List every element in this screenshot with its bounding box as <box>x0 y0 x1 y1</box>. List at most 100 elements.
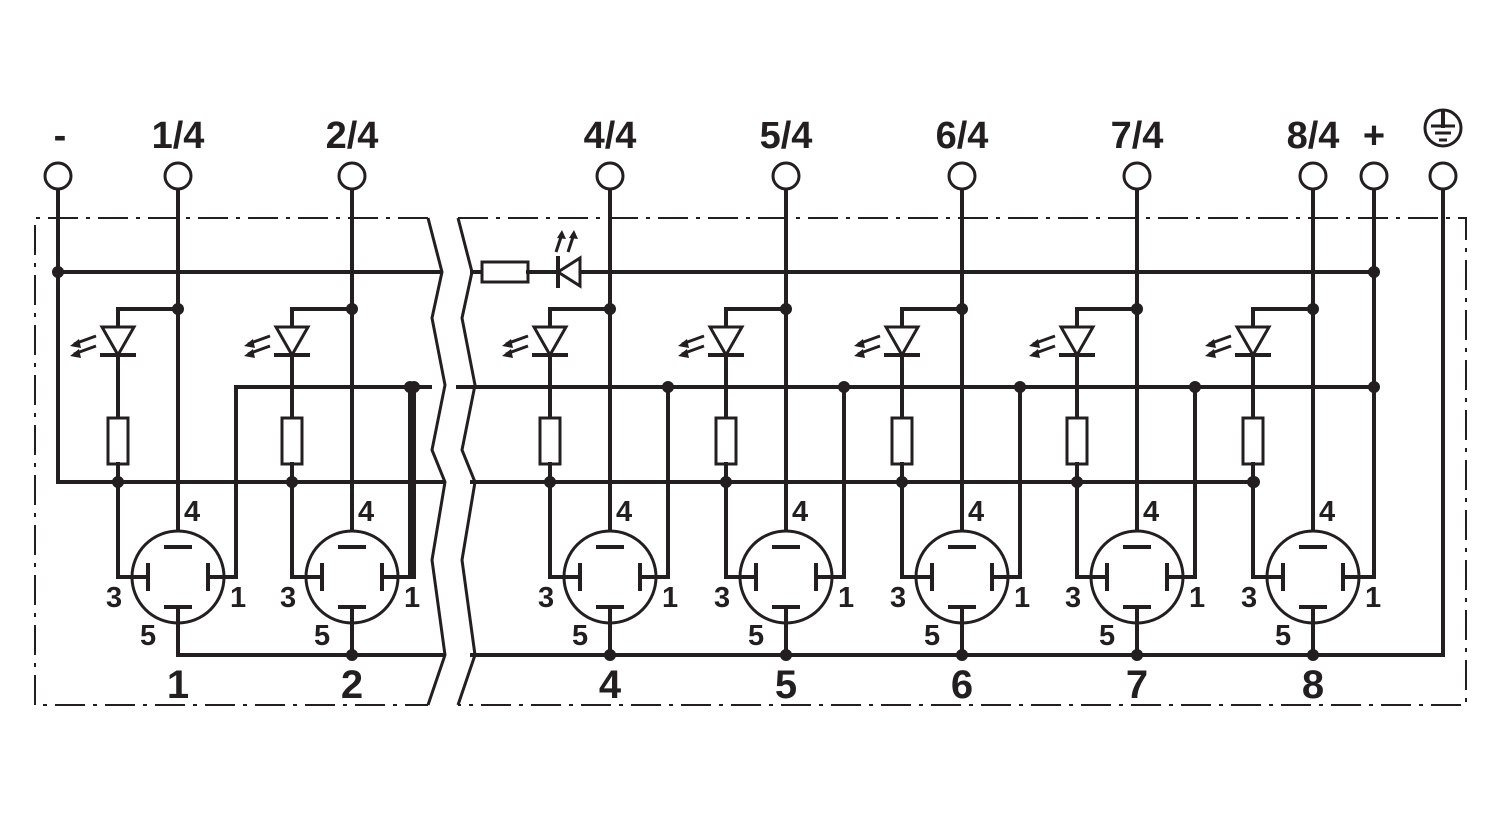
pin-5-label: 5 <box>924 620 940 652</box>
pin3-wire <box>116 480 134 579</box>
pin-4-label: 4 <box>792 496 808 528</box>
pin-3-label: 3 <box>106 582 122 614</box>
pin-1-label: 1 <box>1189 582 1205 614</box>
pin-5-label: 5 <box>314 620 330 652</box>
power-led-icon <box>554 230 582 289</box>
status-led-icon <box>854 325 921 359</box>
pin-1-label: 1 <box>838 582 854 614</box>
led-arrowhead <box>678 339 689 348</box>
led-tap-wire <box>1075 307 1139 329</box>
break-mark-left <box>426 217 447 706</box>
led-arrowhead <box>70 339 81 348</box>
signal-terminal <box>337 161 367 191</box>
signal-terminal-label: 4/4 <box>584 115 637 157</box>
led-triangle <box>1058 325 1096 359</box>
connector-number: 4 <box>599 663 622 707</box>
led-arrowhead <box>854 349 865 358</box>
led-arrowhead <box>1029 349 1040 358</box>
pin1-wire <box>830 385 846 579</box>
junction-dot <box>1248 476 1260 488</box>
led-tap-wire <box>724 307 788 329</box>
pin-3-label: 3 <box>280 582 296 614</box>
signal-terminal-label: 7/4 <box>1111 115 1164 157</box>
m12-connector-icon <box>304 529 400 625</box>
led-arrowhead <box>502 349 513 358</box>
connector-number: 6 <box>951 663 973 707</box>
plus-terminal <box>1359 161 1389 191</box>
pin-3-label: 3 <box>714 582 730 614</box>
minus-terminal <box>43 161 73 191</box>
junction-dot <box>956 649 968 661</box>
m12-connector-icon <box>130 529 226 625</box>
pin-1-label: 1 <box>1365 582 1381 614</box>
signal-terminal-label: 8/4 <box>1287 115 1340 157</box>
signal-terminal-label: 5/4 <box>760 115 813 157</box>
pin3-wire <box>548 480 566 579</box>
pin-4-label: 4 <box>616 496 632 528</box>
led-arrowhead <box>1205 339 1216 348</box>
m12-connector-icon <box>914 529 1010 625</box>
connector-number: 8 <box>1302 663 1324 707</box>
m12-connector-icon <box>1265 529 1361 625</box>
junction-dot <box>604 649 616 661</box>
connector-number: 5 <box>775 663 797 707</box>
pin1-wire <box>222 385 238 579</box>
pin-3-label: 3 <box>1241 582 1257 614</box>
pin-1-label: 1 <box>404 582 420 614</box>
led-triangle <box>99 325 137 359</box>
pin-3-label: 3 <box>890 582 906 614</box>
junction-dot <box>52 266 64 278</box>
pin-4-label: 4 <box>358 496 374 528</box>
signal-terminal <box>163 161 193 191</box>
pin-5-label: 5 <box>572 620 588 652</box>
led-triangle <box>1234 325 1272 359</box>
junction-dot <box>780 649 792 661</box>
pin-4-label: 4 <box>968 496 984 528</box>
junction-dot <box>1368 381 1380 393</box>
pin3-wire <box>1251 480 1269 579</box>
status-led-icon <box>244 325 311 359</box>
led-triangle <box>531 325 569 359</box>
plus-terminal-label: + <box>1363 115 1385 157</box>
signal-terminal-label: 2/4 <box>326 115 379 157</box>
led-resistor <box>538 416 562 466</box>
channel-2: 4 3 1 52 <box>244 188 420 707</box>
led-resistor <box>1065 416 1089 466</box>
led-tap-wire <box>290 307 354 329</box>
signal-terminal <box>1122 161 1152 191</box>
pin1-wire <box>1006 385 1022 579</box>
pin3-wire <box>724 480 742 579</box>
led-triangle <box>707 325 745 359</box>
led-arrowhead <box>1205 349 1216 358</box>
pin-3-label: 3 <box>1065 582 1081 614</box>
led-resistor <box>1241 416 1265 466</box>
led-resistor <box>714 416 738 466</box>
m12-connector-icon <box>738 529 834 625</box>
junction-dot <box>1014 381 1026 393</box>
pin1-wire <box>1181 385 1197 579</box>
led-arrowhead <box>678 349 689 358</box>
junction-dot <box>1368 266 1380 278</box>
junction-dot <box>1131 649 1143 661</box>
led-tap-wire <box>116 307 180 329</box>
pin-1-label: 1 <box>662 582 678 614</box>
signal-terminal <box>947 161 977 191</box>
status-led-icon <box>70 325 137 359</box>
led-arrowhead <box>502 339 513 348</box>
ground-symbol-icon <box>1423 108 1463 148</box>
connector-number: 2 <box>341 663 363 707</box>
pin-4-label: 4 <box>1319 496 1335 528</box>
power-led-resistor <box>480 260 530 284</box>
pin-3-label: 3 <box>538 582 554 614</box>
junction-dot <box>346 649 358 661</box>
led-arrowhead <box>1029 339 1040 348</box>
led-tap-wire <box>1251 307 1315 329</box>
pin1-wire <box>654 385 670 579</box>
led-triangle <box>883 325 921 359</box>
junction-dot <box>1189 381 1201 393</box>
